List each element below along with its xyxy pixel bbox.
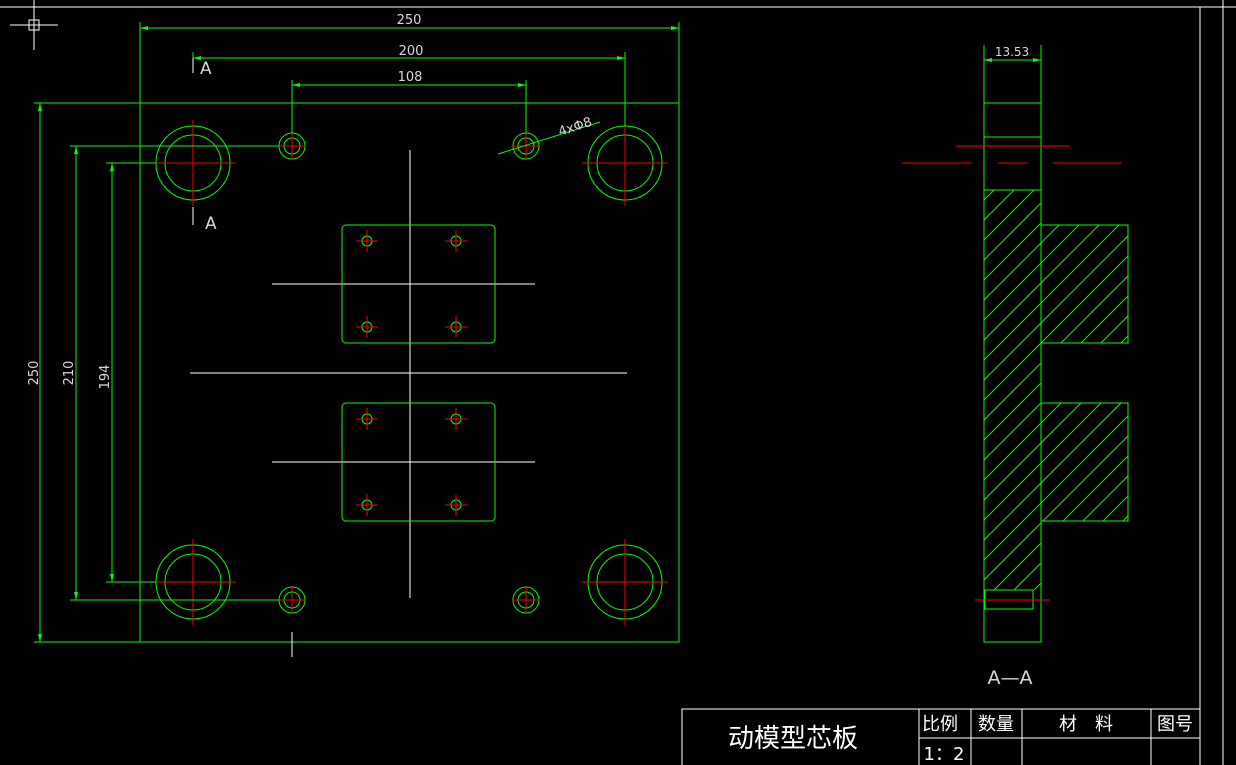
small-hole-top-right	[512, 132, 540, 160]
title-block	[681, 708, 1201, 765]
dimension-arrows	[38, 26, 679, 642]
section-mark-top: A	[200, 59, 212, 79]
guide-hole-top-left	[150, 120, 236, 206]
small-hole-bottom-right	[512, 586, 540, 614]
material-header: 材 料	[1059, 714, 1113, 735]
section-mark-bottom: A	[205, 214, 217, 234]
guide-hole-bottom-left	[150, 539, 236, 625]
section-cut-marks	[192, 55, 293, 657]
dim-height-overall: 250	[27, 361, 42, 386]
pocket-screw-holes	[356, 230, 467, 516]
dim-width-overall: 250	[397, 13, 422, 28]
front-view: A A	[139, 55, 680, 657]
small-hole-bottom-left	[278, 586, 306, 614]
drawing-no-header: 图号	[1157, 714, 1193, 735]
section-outline	[983, 102, 1129, 643]
section-hatch	[984, 190, 1128, 590]
dim-height-210: 210	[62, 361, 77, 386]
scale-header: 比例	[922, 714, 958, 735]
dim-hole-callout: 4xΦ8	[557, 115, 594, 140]
center-lines	[190, 150, 627, 598]
guide-hole-top-right	[582, 120, 668, 206]
cursor-crosshair-icon	[10, 0, 58, 50]
dim-pin-spacing: 200	[399, 44, 424, 59]
dim-thickness-lines	[983, 45, 1042, 103]
dim-thickness-arrows	[984, 58, 1041, 62]
cavity-pocket-lower	[341, 402, 496, 522]
section-view	[902, 45, 1129, 643]
dimensions-front	[34, 22, 680, 643]
small-hole-top-left	[278, 132, 306, 160]
scale-value: 1：2	[924, 744, 965, 765]
section-view-label: A—A	[988, 667, 1033, 689]
part-name: 动模型芯板	[728, 724, 858, 754]
quantity-header: 数量	[978, 714, 1014, 735]
plate-outline	[139, 102, 680, 643]
guide-hole-bottom-right	[582, 539, 668, 625]
dim-thickness: 13.53	[995, 45, 1029, 59]
dim-height-194: 194	[98, 365, 113, 390]
section-axis-lines	[902, 145, 1122, 601]
dim-hole-spacing: 108	[398, 70, 423, 85]
cavity-pocket-upper	[341, 224, 496, 344]
